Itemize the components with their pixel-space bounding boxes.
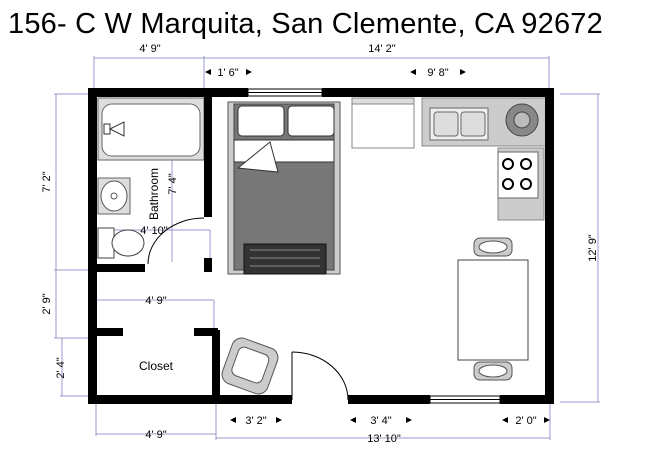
dim-bath-depth: 4' 10"	[140, 225, 168, 237]
armchair	[221, 337, 279, 395]
dim-kitchen: 9' 8"	[427, 67, 448, 79]
bathtub	[97, 97, 205, 161]
dim-bottom-left: 3' 2"	[245, 415, 266, 427]
stove	[497, 147, 545, 221]
plan-title: 156- C W Marquita, San Clemente, CA 9267…	[8, 8, 603, 40]
dining-table	[457, 237, 529, 381]
dim-window: 1' 6"	[217, 67, 238, 79]
dim-left-mid: 2' 9"	[41, 293, 53, 314]
dim-left-closet: 2' 4"	[55, 357, 67, 378]
kitchen-counter	[351, 97, 549, 149]
dim-bottom-closet: 4' 9"	[145, 429, 166, 441]
dim-bath-width: 4' 9"	[139, 43, 160, 55]
dimension-arrows	[205, 69, 550, 423]
room-closet: Closet	[139, 359, 174, 373]
dim-bottom-mid: 3' 4"	[370, 415, 391, 427]
room-bathroom: Bathroom	[147, 168, 161, 220]
dim-closet-width: 4' 9"	[145, 295, 166, 307]
dim-left-bath: 7' 2"	[41, 171, 53, 192]
dim-total-width: 14' 2"	[368, 43, 396, 55]
toilet	[97, 227, 145, 259]
dim-bottom-total: 13' 10"	[367, 433, 401, 445]
bath-sink	[97, 177, 131, 215]
dim-bottom-right: 2' 0"	[515, 415, 536, 427]
doors	[147, 217, 349, 401]
walls	[88, 88, 554, 404]
bed	[227, 101, 341, 275]
dim-bath-inner: 7' 4"	[167, 173, 179, 194]
windows	[247, 88, 501, 404]
dim-right-height: 12' 9"	[587, 234, 599, 262]
